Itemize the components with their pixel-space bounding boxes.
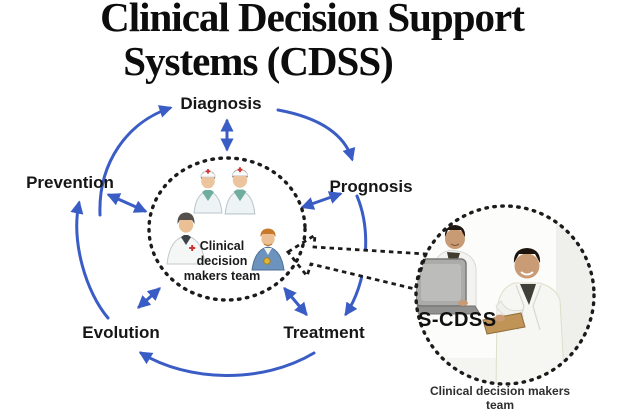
- doctor-icon: [166, 212, 206, 265]
- arrow-treatment-team: [283, 286, 308, 317]
- arrow-evolution-team: [137, 287, 161, 309]
- node-prevention: Prevention: [26, 173, 114, 192]
- clinician-icon: [251, 228, 285, 271]
- arrow-treatment-to-evolution: [138, 351, 316, 377]
- scdss-caption-line2: team: [485, 398, 514, 412]
- team-label-line1: Clinical: [199, 239, 245, 253]
- scdss-to-team-arrow: [285, 232, 428, 291]
- team-label-line2: decision: [196, 254, 248, 268]
- team-circle: [147, 156, 307, 302]
- diagram-title-line1: Clinical Decision Support: [100, 0, 525, 40]
- stethoscope-icon: [263, 257, 271, 265]
- team-label: Clinical decision makers team: [152, 239, 292, 284]
- standing-clinician-photo: [482, 248, 566, 384]
- diagram-title-line2: Systems (CDSS): [123, 38, 394, 84]
- node-diagnosis: Diagnosis: [180, 94, 262, 113]
- node-evolution: Evolution: [82, 323, 160, 342]
- nurse-icon: [193, 169, 223, 214]
- scdss-caption-line1: Clinical decision makers: [429, 384, 571, 398]
- scdss-circle: [414, 204, 596, 386]
- arrow-prognosis-team: [300, 191, 343, 210]
- team-label-line3: makers team: [183, 269, 261, 283]
- photo-background-shade: [556, 206, 594, 384]
- nurse-icon: [224, 167, 256, 215]
- scdss-caption: Clinical decision makers team: [430, 384, 570, 412]
- clipboard-icon: [482, 312, 526, 335]
- team-figures: [166, 167, 285, 271]
- laptop-icon: [416, 258, 481, 315]
- arrow-diagnosis-to-prognosis: [276, 108, 356, 162]
- arrow-prevention-to-diagnosis: [98, 105, 173, 217]
- scdss-label: S-CDSS: [418, 309, 497, 331]
- scdss-team-photo: [416, 206, 594, 384]
- node-prognosis: Prognosis: [329, 177, 413, 196]
- node-treatment: Treatment: [283, 323, 365, 342]
- arrow-prevention-team: [106, 193, 148, 213]
- arrow-evolution-to-prevention: [70, 200, 110, 320]
